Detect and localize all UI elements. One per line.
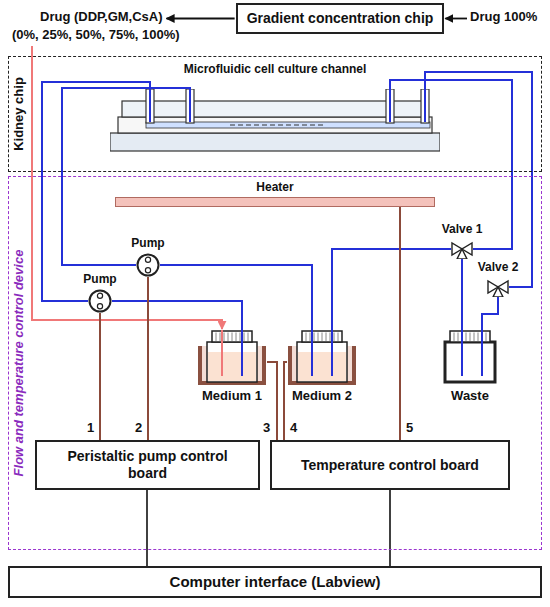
drug-label: Drug (DDP,GM,CsA) xyxy=(40,9,163,25)
pump-node: Pump xyxy=(83,272,116,313)
control-board: Temperature control board xyxy=(270,440,510,490)
pump-symbol xyxy=(88,289,112,313)
valve-node: Valve 1 xyxy=(442,222,483,259)
node-label: Medium 1 xyxy=(202,388,262,404)
valve-node: Valve 2 xyxy=(478,260,519,297)
chip-node: Microfluidic cell culture channel xyxy=(110,62,440,153)
drug-source-label: Drug 100% xyxy=(470,9,537,25)
node-label: Computer interface (Labview) xyxy=(170,573,381,591)
heater-node: Heater xyxy=(115,180,435,207)
bottle-node: Waste xyxy=(435,330,505,404)
drug-feed-line xyxy=(32,46,222,329)
tube xyxy=(461,259,463,330)
signal-wire xyxy=(147,277,149,440)
wire-number: 3 xyxy=(262,420,271,435)
chip-region: Kidney chip Microfluidic cell culture cha… xyxy=(8,56,542,172)
data-line xyxy=(389,490,391,566)
node-label: Waste xyxy=(451,388,489,404)
wire-number: 2 xyxy=(134,420,143,435)
node-label: Heater xyxy=(256,180,293,195)
node-label: Peristaltic pump control board xyxy=(46,448,249,482)
tube xyxy=(112,301,242,330)
wire-number: 4 xyxy=(289,420,298,435)
signal-wire xyxy=(99,313,101,440)
bottle-node: Medium 2 xyxy=(287,330,357,404)
node-label: Gradient concentration chip xyxy=(247,10,434,27)
node-label: Temperature control board xyxy=(301,457,479,474)
node-label: Pump xyxy=(83,272,116,287)
node-label: Valve 1 xyxy=(442,222,483,237)
device-region: Flow and temperature control device Heate… xyxy=(8,176,542,550)
wire-number: 1 xyxy=(86,420,95,435)
control-board: Peristaltic pump control board xyxy=(35,440,260,490)
flow-arrow xyxy=(445,18,467,20)
node-label: Pump xyxy=(131,236,164,251)
pump-node: Pump xyxy=(131,236,164,277)
process-box: Gradient concentration chip xyxy=(236,3,445,34)
data-line xyxy=(146,490,148,566)
region-label: Kidney chip xyxy=(11,56,27,172)
chip-illustration xyxy=(110,89,440,153)
valve-symbol xyxy=(487,277,509,297)
region-label: Flow and temperature control device xyxy=(11,176,27,550)
signal-wire xyxy=(399,207,401,440)
tube xyxy=(332,249,451,330)
node-label: Medium 2 xyxy=(292,388,352,404)
flow-arrow xyxy=(167,18,235,20)
wire-number: 5 xyxy=(405,420,414,435)
bottle-symbol xyxy=(435,330,505,386)
concentration-label: (0%, 25%, 50%, 75%, 100%) xyxy=(12,27,180,43)
tube xyxy=(425,72,532,287)
signal-wire xyxy=(284,362,287,440)
bottle-symbol xyxy=(197,330,267,386)
heater-bar xyxy=(115,197,435,207)
valve-symbol xyxy=(451,239,473,259)
computer-box: Computer interface (Labview) xyxy=(8,566,542,598)
tube xyxy=(160,265,312,330)
node-label: Microfluidic cell culture channel xyxy=(184,62,367,77)
tube xyxy=(482,297,498,330)
bottle-node: Medium 1 xyxy=(197,330,267,404)
bottle-symbol xyxy=(287,330,357,386)
pump-symbol xyxy=(136,253,160,277)
node-label: Valve 2 xyxy=(478,260,519,275)
